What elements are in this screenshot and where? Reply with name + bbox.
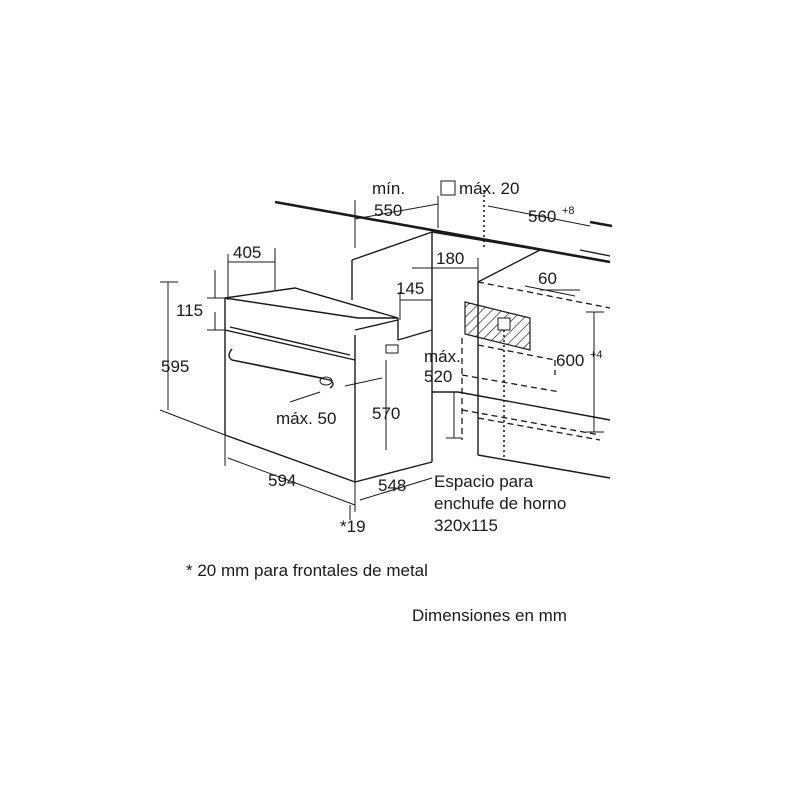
socket-note-line-1: Espacio para [434, 472, 534, 491]
oven-body [224, 287, 433, 483]
label-405: 405 [233, 243, 261, 262]
socket-note-line-3: 320x115 [434, 516, 498, 535]
label-560: 560 [528, 207, 556, 226]
label-max: máx. [424, 347, 461, 366]
label-max20: máx. 20 [459, 179, 519, 198]
units-note: Dimensiones en mm [412, 606, 567, 625]
label-594: 594 [268, 471, 296, 490]
label-595: 595 [161, 357, 189, 376]
cabinet-outline [274, 200, 613, 479]
label-600: 600 [556, 351, 584, 370]
label-max50: máx. 50 [276, 409, 336, 428]
label-570: 570 [372, 404, 400, 423]
label-550: 550 [374, 201, 402, 220]
socket-space [464, 190, 531, 460]
square-symbol-icon [440, 180, 456, 196]
socket-note-line-2: enchufe de horno [434, 494, 566, 513]
socket-note: Espacio para enchufe de horno 320x115 [434, 472, 566, 535]
hidden-lines [461, 281, 611, 441]
label-60: 60 [538, 269, 557, 288]
label-145: 145 [396, 279, 424, 298]
label-min: mín. [372, 179, 405, 198]
dimension-lines [159, 196, 604, 520]
label-548: 548 [378, 476, 406, 495]
footnote: * 20 mm para frontales de metal [186, 561, 428, 580]
label-520: 520 [424, 367, 452, 386]
label-115: 115 [176, 301, 203, 320]
label-600-tolerance: +4 [590, 349, 603, 361]
label-19: *19 [340, 517, 366, 536]
label-180: 180 [436, 249, 464, 268]
label-560-tolerance: +8 [562, 205, 575, 217]
dimension-labels: mín. 550 máx. 20 560 +8 405 180 60 145 1… [161, 179, 603, 536]
